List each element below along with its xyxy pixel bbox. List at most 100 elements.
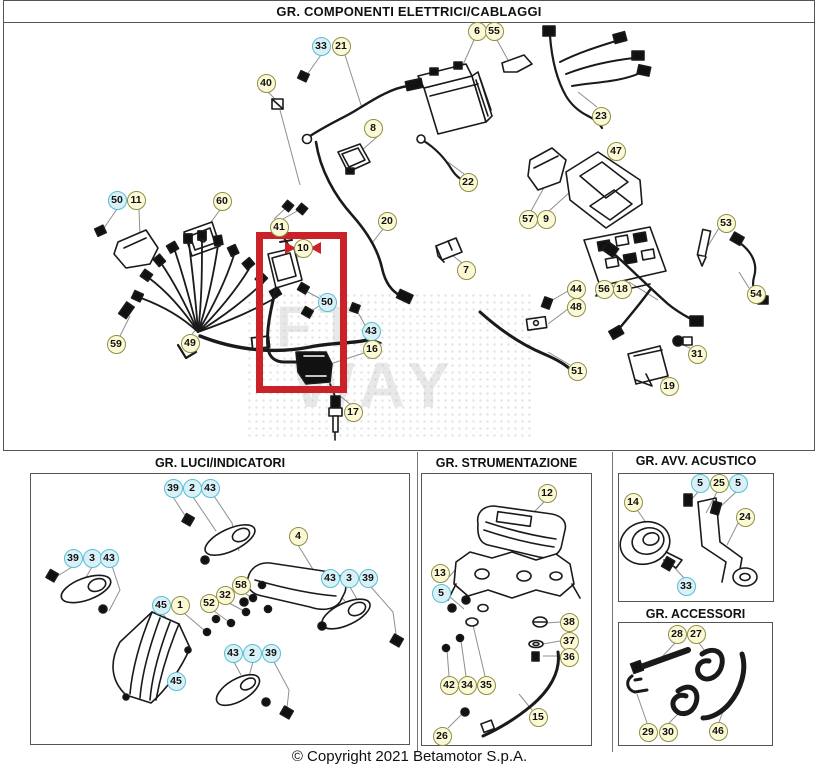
callout-avv_acustico-33[interactable]: 33 xyxy=(676,576,696,596)
callout-avv_acustico-5[interactable]: 5 xyxy=(690,473,710,493)
callout-luci-43[interactable]: 43 xyxy=(99,548,119,568)
callout-main-33[interactable]: 33 xyxy=(311,36,331,56)
column-separator-2 xyxy=(612,452,613,752)
callout-strumentazione-15[interactable]: 15 xyxy=(528,707,548,727)
callout-accessori-46[interactable]: 46 xyxy=(708,721,728,741)
callout-luci-52[interactable]: 52 xyxy=(199,593,219,613)
callout-main-59[interactable]: 59 xyxy=(106,334,126,354)
callout-accessori-27[interactable]: 27 xyxy=(686,624,706,644)
callout-luci-4[interactable]: 4 xyxy=(288,526,308,546)
luci-panel-frame xyxy=(30,473,410,745)
callout-main-19[interactable]: 19 xyxy=(659,376,679,396)
connector11-part xyxy=(93,224,159,269)
callout-avv_acustico-5[interactable]: 5 xyxy=(728,473,748,493)
harness20-part xyxy=(314,140,414,314)
callout-luci-1[interactable]: 1 xyxy=(170,595,190,615)
callout-strumentazione-5[interactable]: 5 xyxy=(431,583,451,603)
callout-main-54[interactable]: 54 xyxy=(746,284,766,304)
callout-luci-43[interactable]: 43 xyxy=(320,568,340,588)
callout-avv_acustico-14[interactable]: 14 xyxy=(623,492,643,512)
pencil-part xyxy=(696,228,712,267)
callout-strumentazione-35[interactable]: 35 xyxy=(476,675,496,695)
accessori-panel-title: GR. ACCESSORI xyxy=(645,607,746,621)
callout-main-21[interactable]: 21 xyxy=(331,36,351,56)
callout-main-18[interactable]: 18 xyxy=(612,279,632,299)
callout-strumentazione-36[interactable]: 36 xyxy=(559,647,579,667)
callout-luci-39[interactable]: 39 xyxy=(163,478,183,498)
callout-luci-45[interactable]: 45 xyxy=(151,595,171,615)
callout-luci-39[interactable]: 39 xyxy=(358,568,378,588)
callout-main-22[interactable]: 22 xyxy=(458,172,478,192)
callout-strumentazione-42[interactable]: 42 xyxy=(439,675,459,695)
fusebox-part xyxy=(583,226,667,297)
callout-main-55[interactable]: 55 xyxy=(484,21,504,41)
callout-luci-43[interactable]: 43 xyxy=(223,643,243,663)
main-panel-title: GR. COMPONENTI ELETTRICI/CABLAGGI xyxy=(4,1,814,23)
horn-bracket-part xyxy=(660,493,758,587)
callout-main-47[interactable]: 47 xyxy=(606,141,626,161)
fasteners-center-part xyxy=(202,580,273,637)
ignition-switch-part xyxy=(527,147,643,229)
callout-avv_acustico-25[interactable]: 25 xyxy=(709,473,729,493)
callout-main-50[interactable]: 50 xyxy=(107,190,127,210)
callout-strumentazione-38[interactable]: 38 xyxy=(559,612,579,632)
callout-main-31[interactable]: 31 xyxy=(687,344,707,364)
callout-luci-2[interactable]: 2 xyxy=(182,478,202,498)
avv-acustico-panel-frame xyxy=(618,473,774,602)
accessori-art xyxy=(626,647,747,721)
callout-avv_acustico-24[interactable]: 24 xyxy=(735,507,755,527)
callout-accessori-28[interactable]: 28 xyxy=(667,624,687,644)
callout-main-60[interactable]: 60 xyxy=(212,191,232,211)
callout-accessori-29[interactable]: 29 xyxy=(638,722,658,742)
callout-luci-58[interactable]: 58 xyxy=(231,575,251,595)
callout-luci-3[interactable]: 3 xyxy=(339,568,359,588)
highlight-arrows xyxy=(285,242,321,254)
callout-luci-39[interactable]: 39 xyxy=(261,643,281,663)
callout-main-44[interactable]: 44 xyxy=(566,279,586,299)
callout-luci-43[interactable]: 43 xyxy=(200,478,220,498)
callout-luci-45[interactable]: 45 xyxy=(166,671,186,691)
callout-accessori-30[interactable]: 30 xyxy=(658,722,678,742)
callout-main-8[interactable]: 8 xyxy=(363,118,383,138)
callout-main-50[interactable]: 50 xyxy=(317,292,337,312)
bolt44-plate48-part xyxy=(525,296,554,331)
column-separator-1 xyxy=(417,452,418,752)
bolts41-part xyxy=(281,199,309,216)
strumentazione-panel-frame xyxy=(421,473,592,746)
bracket13-part xyxy=(447,551,581,601)
callout-luci-2[interactable]: 2 xyxy=(242,643,262,663)
callout-luci-3[interactable]: 3 xyxy=(82,548,102,568)
callout-main-17[interactable]: 17 xyxy=(343,402,363,422)
parts-artwork xyxy=(45,25,769,738)
battery-cable-part xyxy=(296,69,424,145)
callout-main-41[interactable]: 41 xyxy=(269,217,289,237)
callout-luci-32[interactable]: 32 xyxy=(215,585,235,605)
callout-main-11[interactable]: 11 xyxy=(126,190,146,210)
callout-main-6[interactable]: 6 xyxy=(467,21,487,41)
callout-main-48[interactable]: 48 xyxy=(566,297,586,317)
callout-main-43[interactable]: 43 xyxy=(361,321,381,341)
callout-main-7[interactable]: 7 xyxy=(456,260,476,280)
callout-main-20[interactable]: 20 xyxy=(377,211,397,231)
callout-strumentazione-26[interactable]: 26 xyxy=(432,726,452,746)
callout-main-23[interactable]: 23 xyxy=(591,106,611,126)
callout-main-56[interactable]: 56 xyxy=(594,279,614,299)
callout-main-49[interactable]: 49 xyxy=(180,333,200,353)
fasteners-strum-part xyxy=(441,595,548,662)
callout-main-9[interactable]: 9 xyxy=(536,209,556,229)
indicator-right-part xyxy=(317,598,405,648)
callout-main-10[interactable]: 10 xyxy=(293,238,313,258)
callout-strumentazione-13[interactable]: 13 xyxy=(430,563,450,583)
callout-main-16[interactable]: 16 xyxy=(362,339,382,359)
callout-main-57[interactable]: 57 xyxy=(518,209,538,229)
callout-main-53[interactable]: 53 xyxy=(716,213,736,233)
callout-luci-39[interactable]: 39 xyxy=(63,548,83,568)
callout-strumentazione-34[interactable]: 34 xyxy=(457,675,477,695)
ycable-part xyxy=(601,240,704,341)
callout-main-40[interactable]: 40 xyxy=(256,73,276,93)
indicator-left-part xyxy=(45,568,112,614)
callout-main-51[interactable]: 51 xyxy=(567,361,587,381)
callout-strumentazione-12[interactable]: 12 xyxy=(537,483,557,503)
